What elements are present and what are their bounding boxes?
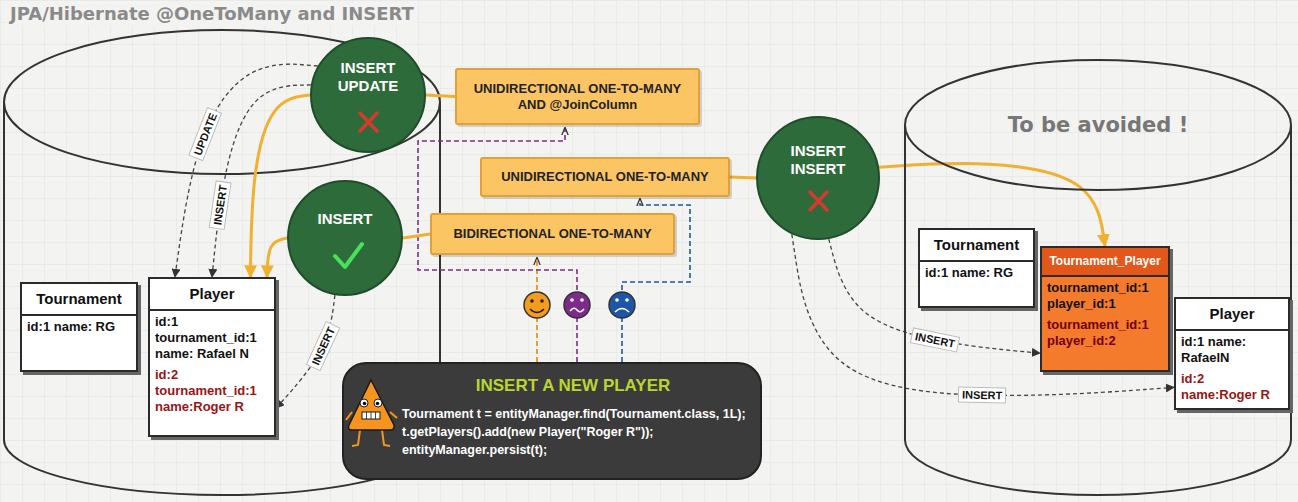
diagram-title: JPA/Hibernate @OneToMany and INSERT (6, 2, 418, 26)
table-row: tournament_id:1 player_id:2 (1042, 312, 1168, 349)
database-cylinder: To be avoided !Tournamentid:1 name: RGTo… (903, 58, 1293, 498)
db-table: Playerid:1 name: RafaelNid:2 name:Roger … (1174, 297, 1290, 410)
mapping-arrow (730, 177, 756, 178)
result-circle: INSERT UPDATE (310, 37, 426, 153)
result-circle: INSERT INSERT (756, 116, 880, 240)
table-row: id:2 name:Roger R (1176, 366, 1288, 403)
circle-outline (756, 116, 880, 240)
circle-label: INSERT UPDATE (322, 59, 414, 95)
db-table: Tournamentid:1 name: RG (918, 228, 1035, 308)
unsure-face (564, 292, 590, 318)
circle-label: INSERT (299, 210, 391, 228)
mapping-label: UNIDIRECTIONAL ONE-TO-MANY AND @JoinColu… (467, 81, 688, 113)
table-row: id:1 tournament_id:1 name: Rafael N (150, 311, 274, 362)
circle-shape (288, 181, 402, 295)
happy-face (524, 292, 550, 318)
table-header: Player (1176, 299, 1288, 331)
table-header: Tournament_Player (1042, 248, 1168, 277)
mapping-box: BIDIRECTIONAL ONE-TO-MANY (430, 213, 675, 255)
code-panel: INSERT A NEW PLAYER Tournament t = entity… (342, 362, 762, 480)
db-table: Tournament_Playertournament_id:1 player_… (1040, 246, 1170, 372)
mapping-arrow (426, 95, 455, 97)
table-row: id:2 tournament_id:1 name:Roger R (150, 362, 274, 415)
cross-mark (360, 113, 377, 131)
mapping-arrow (403, 234, 430, 238)
code-line: entityManager.persist(t); (402, 441, 744, 459)
table-header: Tournament (22, 284, 136, 316)
sad-face (609, 292, 635, 318)
statement-label: UPDATE (188, 107, 222, 162)
statement-label: INSERT (209, 180, 232, 230)
mapping-box: UNIDIRECTIONAL ONE-TO-MANY (480, 157, 730, 197)
db-table: Playerid:1 tournament_id:1 name: Rafael … (148, 277, 276, 437)
table-header: Tournament (920, 230, 1033, 262)
code-line: t.getPlayers().add(new Player("Roger R")… (402, 423, 744, 441)
mapping-box: UNIDIRECTIONAL ONE-TO-MANY AND @JoinColu… (455, 68, 700, 125)
statement-label: INSERT (910, 327, 961, 352)
db-table: Tournamentid:1 name: RG (20, 282, 138, 372)
table-row: id:1 name: RG (920, 262, 1033, 281)
table-row: tournament_id:1 player_id:1 (1042, 277, 1168, 312)
code-line: Tournament t = entityManager.find(Tourna… (402, 405, 744, 423)
check-mark (335, 244, 362, 267)
database-top (4, 30, 440, 174)
circle-outline (287, 180, 403, 296)
statement-label: INSERT (306, 320, 341, 371)
mascot (346, 380, 397, 446)
table-header: Player (150, 279, 274, 311)
table-row: id:1 name: RG (22, 316, 136, 335)
cylinder-caption: To be avoided ! (903, 112, 1293, 138)
circle-shape (757, 117, 879, 239)
circle-label: INSERT INSERT (772, 142, 864, 178)
circle-outline (310, 37, 426, 153)
mapping-label: UNIDIRECTIONAL ONE-TO-MANY (501, 169, 709, 185)
statement-label: INSERT (958, 387, 1007, 404)
cylinder-body (905, 125, 1291, 495)
circle-shape (311, 38, 425, 152)
mapping-arrow (267, 238, 287, 277)
table-row: id:1 name: RafaelN (1176, 331, 1288, 366)
cross-mark (810, 192, 827, 210)
mapping-label: BIDIRECTIONAL ONE-TO-MANY (453, 226, 651, 242)
code-title: INSERT A NEW PLAYER (402, 376, 744, 396)
result-circle: INSERT (287, 180, 403, 296)
